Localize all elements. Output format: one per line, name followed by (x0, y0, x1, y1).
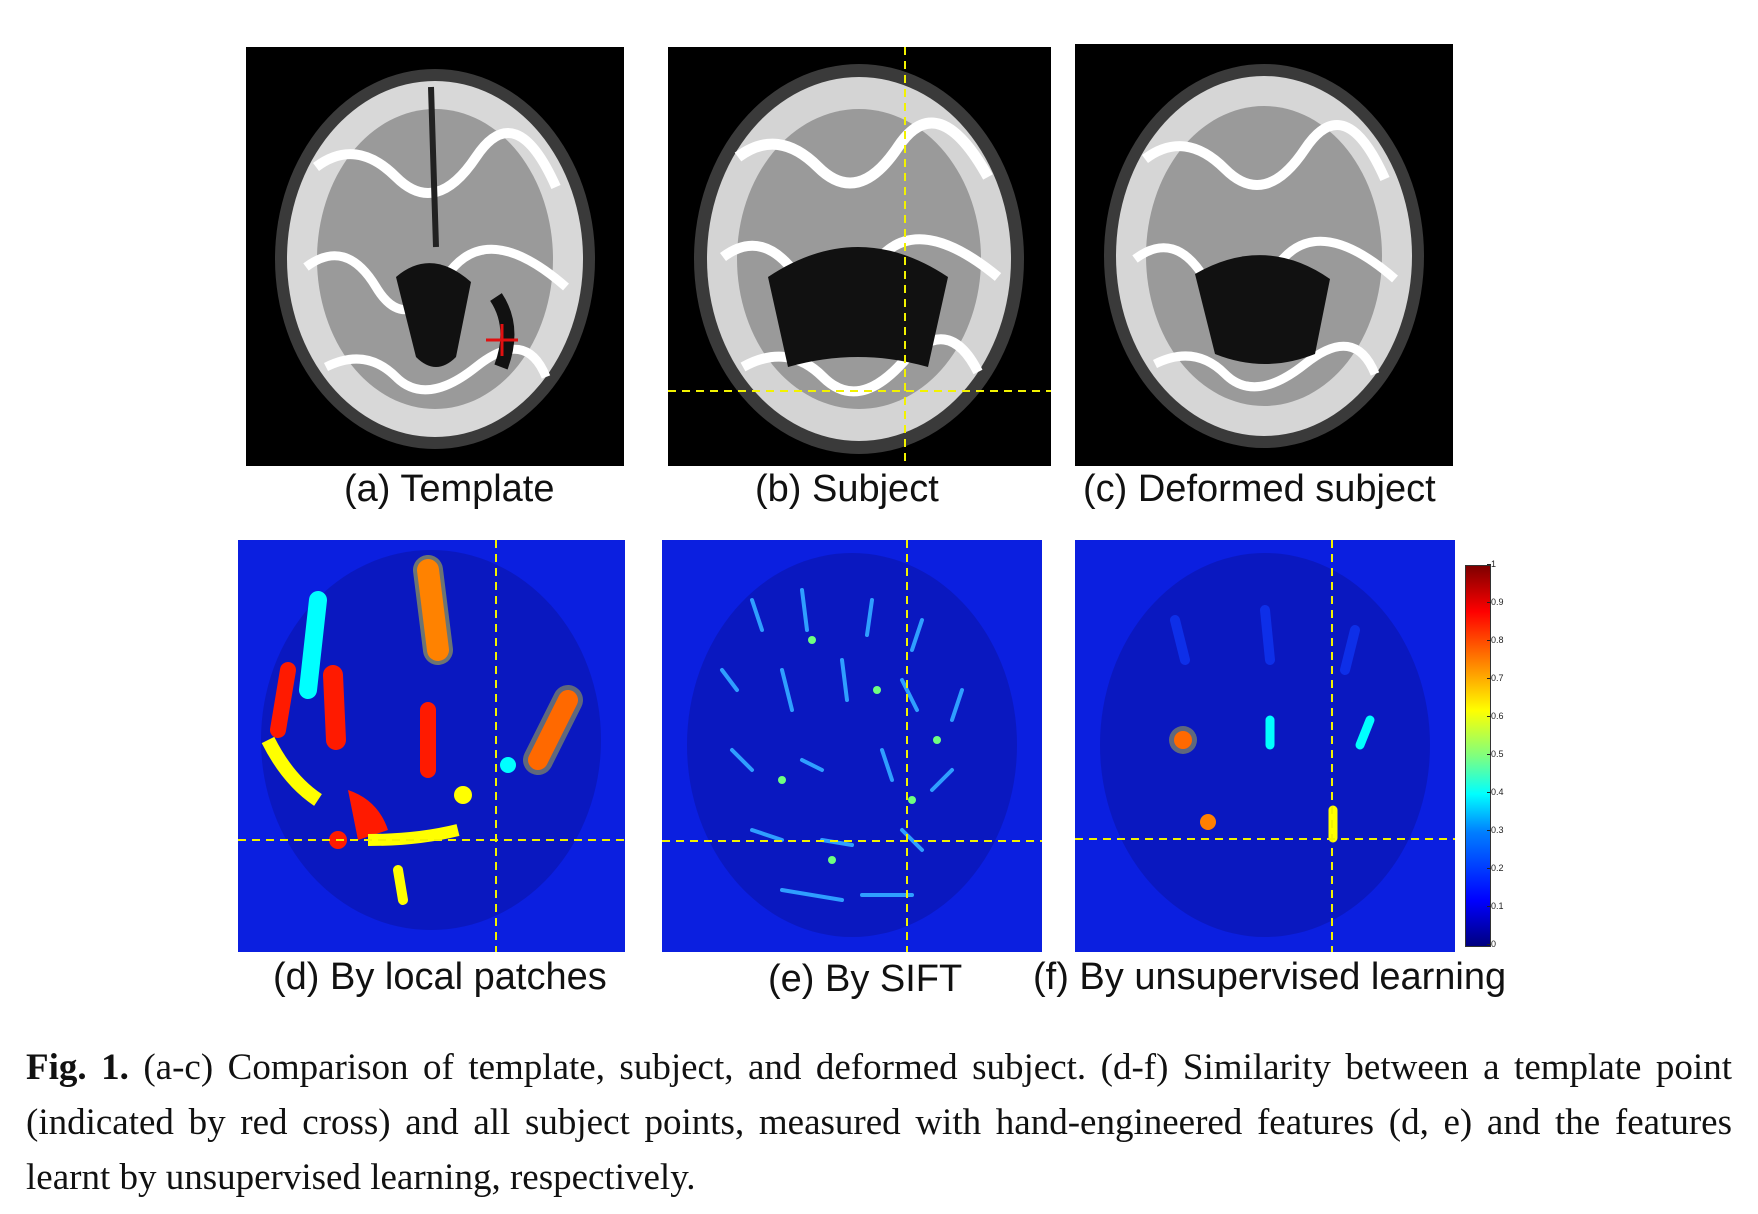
unsupervised-crosshair (1075, 540, 1455, 952)
colorbar-tick-label: 1 (1486, 559, 1497, 569)
colorbar-tick-label: 0.6 (1487, 711, 1504, 721)
colorbar-tick-label: 0 (1486, 939, 1497, 949)
subject-image (668, 47, 1051, 466)
similarity-map-sift (662, 540, 1042, 952)
panel-f-label: (f) By unsupervised learning (1033, 956, 1507, 998)
template-brain-slice (275, 69, 595, 449)
panel-d-label: (d) By local patches (273, 956, 607, 998)
panel-a-label: (a) Template (344, 468, 555, 510)
colorbar-tick-label: 0.2 (1487, 863, 1504, 873)
colorbar-tick-label: 0.4 (1487, 787, 1504, 797)
deformed-subject-image (1075, 44, 1453, 466)
similarity-map-unsupervised (1075, 540, 1455, 952)
colorbar-tick-label: 0.8 (1487, 635, 1504, 645)
deformed-subject-brain-slice (1104, 64, 1424, 448)
local-patches-heatmap (238, 540, 625, 952)
colorbar-tick-label: 0.9 (1487, 597, 1504, 607)
template-image (246, 47, 624, 466)
local-patches-crosshair (238, 540, 625, 952)
similarity-map-local-patches (238, 540, 625, 952)
figure-caption: Fig. 1. (a-c) Comparison of template, su… (26, 1040, 1732, 1205)
figure-number: Fig. 1. (26, 1047, 129, 1088)
colorbar-tick-label: 0.3 (1487, 825, 1504, 835)
similarity-colorbar (1465, 565, 1491, 947)
panel-c-label: (c) Deformed subject (1083, 468, 1436, 510)
panel-b-label: (b) Subject (755, 468, 939, 510)
caption-text: (a-c) Comparison of template, subject, a… (26, 1047, 1732, 1198)
colorbar-tick-label: 0.5 (1487, 749, 1504, 759)
unsupervised-heatmap (1075, 540, 1455, 952)
template-point-marker (486, 324, 518, 356)
subject-brain-slice (668, 47, 1051, 466)
subject-crosshair (668, 47, 1051, 466)
panel-e-label: (e) By SIFT (768, 958, 963, 1000)
colorbar-tick-label: 0.7 (1487, 673, 1504, 683)
sift-crosshair (662, 540, 1042, 952)
colorbar-tick-label: 0.1 (1487, 901, 1504, 911)
sift-heatmap (662, 540, 1042, 952)
